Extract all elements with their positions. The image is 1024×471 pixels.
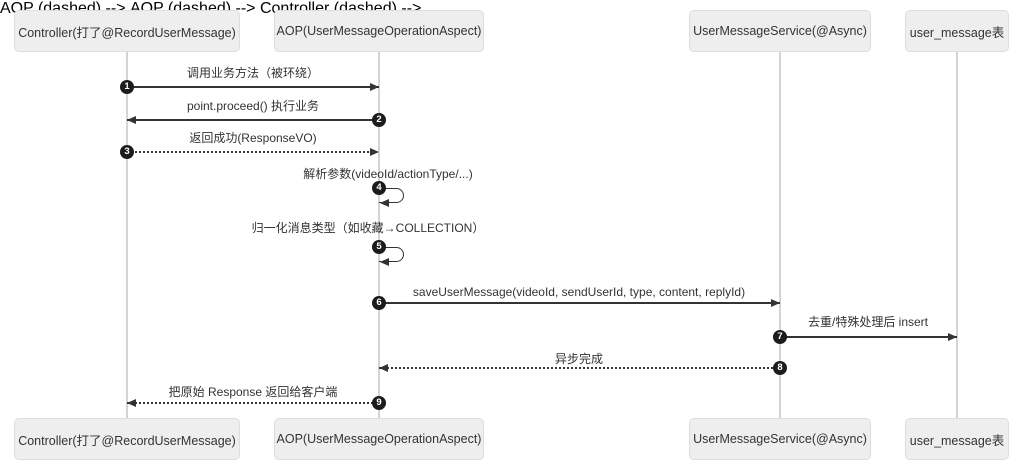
message-4-number-badge: 4 — [372, 181, 386, 195]
message-3-line — [127, 151, 379, 153]
actor-bottom-table: user_message表 — [905, 418, 1009, 460]
message-7-label: 去重/特殊处理后 insert — [807, 315, 929, 329]
message-6-number-badge: 6 — [372, 296, 386, 310]
message-4-arrowhead-icon — [380, 199, 389, 207]
message-2-label: point.proceed() 执行业务 — [186, 99, 320, 113]
lifeline-controller — [126, 52, 128, 418]
message-3-number-badge: 3 — [120, 145, 134, 159]
message-3-label: 返回成功(ResponseVO) — [189, 131, 317, 145]
message-5-label: 归一化消息类型（如收藏→COLLECTION） — [251, 221, 485, 235]
actor-top-service: UserMessageService(@Async) — [689, 10, 871, 52]
actor-label: user_message表 — [909, 433, 1005, 448]
message-4-self-loop — [379, 188, 404, 203]
message-9-label: 把原始 Response 返回给客户端 — [168, 385, 338, 399]
lifeline-service — [779, 52, 781, 418]
message-8-label: 异步完成 — [554, 352, 604, 366]
lifeline-aop — [378, 52, 380, 418]
actor-label: Controller(打了@RecordUserMessage) — [18, 25, 236, 40]
message-6-label: saveUserMessage(videoId, sendUserId, typ… — [412, 285, 746, 299]
actor-label: UserMessageService(@Async) — [693, 432, 867, 446]
message-3-arrowhead-icon — [370, 148, 379, 156]
actor-top-aop: AOP(UserMessageOperationAspect) — [274, 10, 484, 52]
actor-label: Controller(打了@RecordUserMessage) — [18, 433, 236, 448]
message-9-line — [127, 402, 379, 404]
message-2-arrowhead-icon — [127, 116, 136, 124]
actor-bottom-aop: AOP(UserMessageOperationAspect) — [274, 418, 484, 460]
message-1-line — [127, 86, 379, 88]
actor-top-controller: Controller(打了@RecordUserMessage) — [14, 10, 240, 52]
message-7-number-badge: 7 — [773, 330, 787, 344]
message-1-arrowhead-icon — [370, 83, 379, 91]
message-8-line — [379, 367, 780, 369]
message-8-number-badge: 8 — [773, 361, 787, 375]
message-9-arrowhead-icon — [127, 399, 136, 407]
actor-label: UserMessageService(@Async) — [693, 24, 867, 38]
message-5-arrowhead-icon — [380, 258, 389, 266]
message-5-self-loop — [379, 247, 404, 262]
message-5-number-badge: 5 — [372, 240, 386, 254]
message-9-number-badge: 9 — [372, 396, 386, 410]
message-6-line — [379, 302, 780, 304]
actor-bottom-service: UserMessageService(@Async) — [689, 418, 871, 460]
message-4-label: 解析参数(videoId/actionType/...) — [303, 167, 473, 181]
message-1-number-badge: 1 — [120, 80, 134, 94]
message-2-number-badge: 2 — [372, 113, 386, 127]
actor-label: AOP(UserMessageOperationAspect) — [276, 432, 482, 446]
lifeline-table — [956, 52, 958, 418]
actor-label: user_message表 — [909, 25, 1005, 40]
message-1-label: 调用业务方法（被环绕） — [186, 66, 320, 80]
actor-label: AOP(UserMessageOperationAspect) — [276, 24, 482, 38]
message-2-line — [127, 119, 379, 121]
message-8-arrowhead-icon — [379, 364, 388, 372]
actor-bottom-controller: Controller(打了@RecordUserMessage) — [14, 418, 240, 460]
actor-top-table: user_message表 — [905, 10, 1009, 52]
message-6-arrowhead-icon — [771, 299, 780, 307]
message-7-line — [780, 336, 957, 338]
message-7-arrowhead-icon — [948, 333, 957, 341]
